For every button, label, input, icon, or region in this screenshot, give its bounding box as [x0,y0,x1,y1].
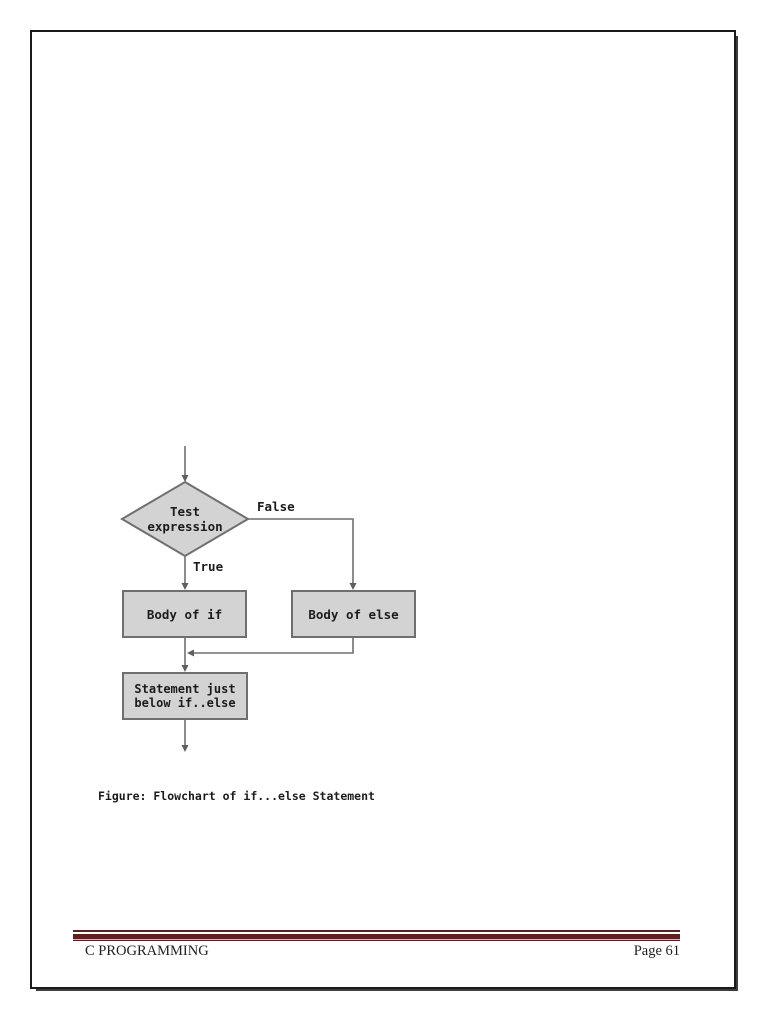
footer-left-text: C PROGRAMMING [85,943,209,959]
body-of-if-label: Body of if [146,606,223,622]
connector-else-merge [187,637,354,657]
footer-text-row: C PROGRAMMING Page 61 [73,943,680,960]
false-branch-label: False [257,499,295,514]
figure-caption: Figure: Flowchart of if...else Statement [98,789,375,803]
true-branch-label: True [193,559,224,574]
statement-label-line1: Statement just [134,682,236,696]
footer-rule-thick [73,934,680,939]
body-of-else-box [291,590,416,638]
decision-label-line2: expression [147,519,223,534]
decision-label: Test expression [122,484,248,554]
body-of-else-label: Body of else [308,606,399,622]
connector-false-branch [248,518,357,590]
page-footer: C PROGRAMMING Page 61 [73,930,680,960]
statement-box [122,672,248,720]
statement-label: Statement just below if..else [123,673,247,719]
footer-rule-light [73,939,680,940]
footer-rule-thin-top [73,930,680,932]
footer-rule-thin-bottom [73,940,680,941]
statement-label-line2: below if..else [134,696,236,710]
footer-page-number: Page 61 [633,943,680,959]
footer-rule [73,930,680,941]
decision-label-line1: Test [169,504,201,519]
